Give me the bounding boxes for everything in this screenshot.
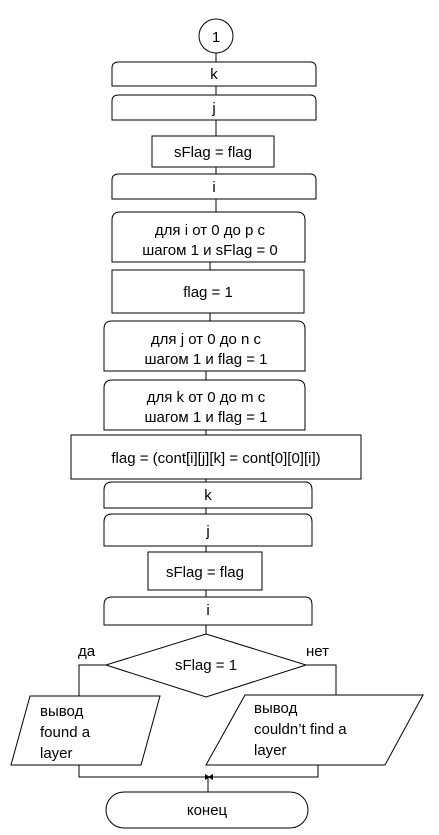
loop-i-line-2: шагом 1 и sFlag = 0 <box>142 242 278 259</box>
end-terminator: конец <box>105 791 309 829</box>
loop-k-line-2: шагом 1 и flag = 1 <box>144 409 267 426</box>
assign-sflag-label: sFlag = flag <box>174 144 252 161</box>
loop-end-j-label-2: j <box>205 523 209 540</box>
loop-end-j-block: j <box>111 94 317 121</box>
loop-end-j-label: j <box>211 100 215 117</box>
loop-end-k-label: k <box>210 66 218 83</box>
loop-end-i-block: i <box>111 173 317 200</box>
connector-label: 1 <box>212 29 220 46</box>
no-label: нет <box>306 643 329 660</box>
loop-j-header: для j от 0 до n с шагом 1 и flag = 1 <box>103 320 306 372</box>
assign-flag-label: flag = 1 <box>183 284 233 301</box>
assign-flag-block: flag = 1 <box>111 269 305 314</box>
merge-arrow-right <box>208 774 213 780</box>
output-found-parallelogram: вывод found a layer <box>10 695 161 766</box>
merge-line-left <box>78 765 205 778</box>
output-not-found-line-1: вывод <box>254 700 298 717</box>
loop-end-j-block-2: j <box>103 513 313 547</box>
loop-end-k-label-2: k <box>204 487 212 504</box>
decision-diamond: sFlag = 1 <box>104 633 308 698</box>
compare-block: flag = (cont[i][j][k] = cont[0][0][i]) <box>70 434 362 480</box>
assign-sflag-block-2: sFlag = flag <box>147 551 263 591</box>
end-label: конец <box>187 802 228 819</box>
connector-circle-1: 1 <box>198 18 234 54</box>
loop-k-line-1: для k от 0 до m с <box>147 389 266 406</box>
output-not-found-parallelogram: вывод couldn’t find a layer <box>205 694 424 766</box>
output-not-found-line-3: layer <box>254 742 287 759</box>
loop-end-i-label: i <box>212 179 215 196</box>
assign-sflag-block: sFlag = flag <box>151 135 275 168</box>
merge-line-right <box>208 765 319 778</box>
loop-end-k-block: k <box>111 61 317 87</box>
loop-end-i-block-2: i <box>103 596 313 626</box>
yes-label: да <box>78 643 96 660</box>
output-found-line-2: found a <box>40 724 91 741</box>
loop-i-line-1: для i от 0 до p с <box>155 222 266 239</box>
loop-j-line-1: для j от 0 до n с <box>151 331 262 348</box>
yes-branch-line <box>78 664 106 696</box>
loop-end-k-block-2: k <box>103 481 313 509</box>
loop-end-i-label-2: i <box>206 602 209 619</box>
compare-label: flag = (cont[i][j][k] = cont[0][0][i]) <box>111 450 320 467</box>
loop-i-header: для i от 0 до p с шагом 1 и sFlag = 0 <box>111 211 306 263</box>
loop-k-header: для k от 0 до m с шагом 1 и flag = 1 <box>103 379 306 431</box>
assign-sflag-label-2: sFlag = flag <box>166 564 244 581</box>
no-branch-line <box>306 664 337 695</box>
output-not-found-line-2: couldn’t find a <box>254 721 347 738</box>
decision-condition: sFlag = 1 <box>175 657 237 674</box>
loop-j-line-2: шагом 1 и flag = 1 <box>144 351 267 368</box>
output-found-line-1: вывод <box>40 703 84 720</box>
output-found-line-3: layer <box>40 745 73 762</box>
